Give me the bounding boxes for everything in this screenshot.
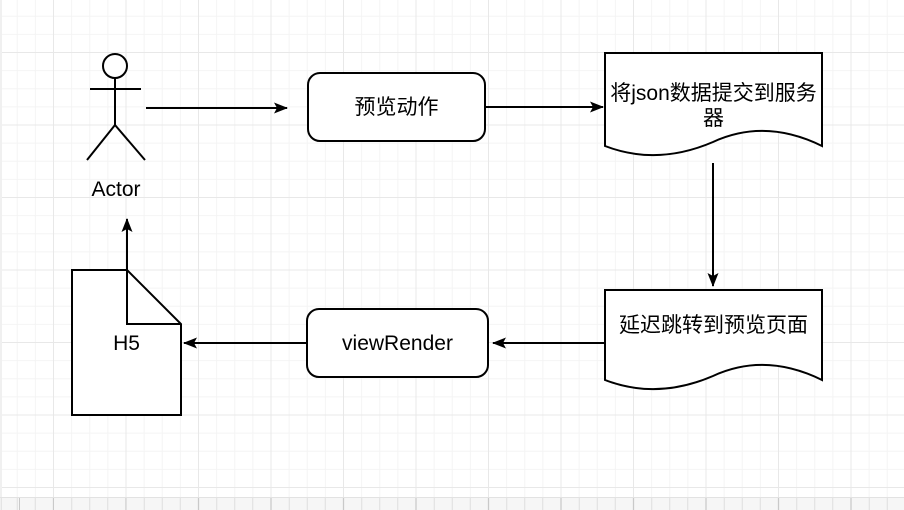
page-edge-left [0,0,2,510]
node-h5-note[interactable] [71,269,182,416]
node-submit-json-document[interactable] [604,52,823,157]
node-preview-action[interactable] [307,72,486,142]
actor-label: Actor [91,177,141,201]
actor-figure[interactable] [86,53,146,161]
node-delay-redirect-document[interactable] [604,289,823,391]
node-label-submit-json: 将json数据提交到服务器 [610,81,817,130]
node-label-view-render: viewRender [342,331,453,355]
node-label-delay-redirect: 延迟跳转到预览页面 [619,313,808,337]
node-label-h5: H5 [113,331,140,355]
page-edge-bottom [0,497,904,510]
node-label-preview-action: 预览动作 [354,95,439,119]
